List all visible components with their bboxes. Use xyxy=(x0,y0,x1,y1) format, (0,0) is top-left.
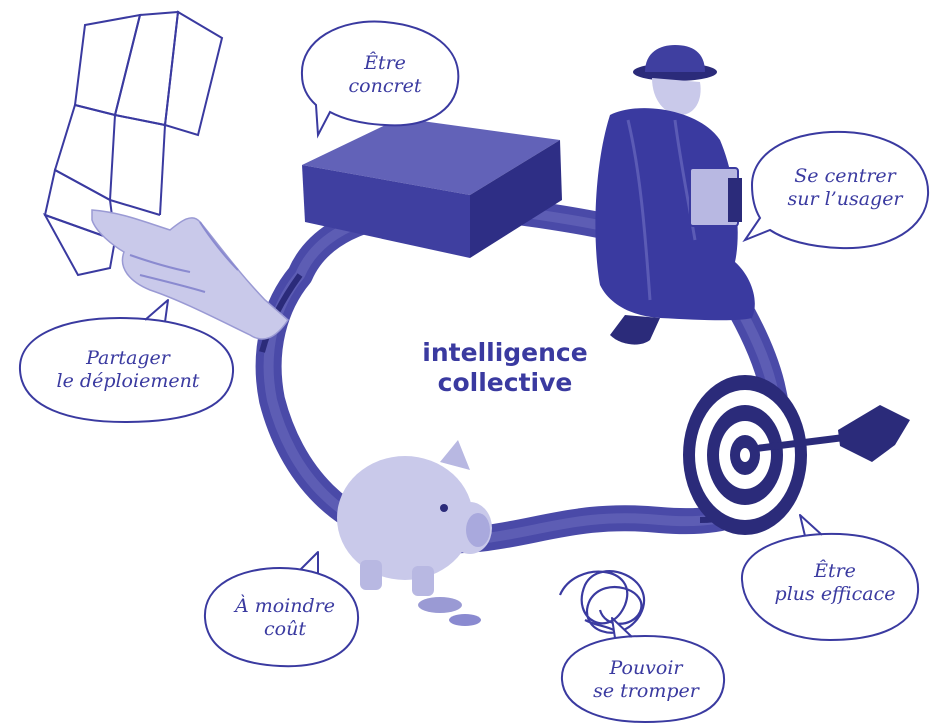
bubble-line: Pouvoir xyxy=(609,657,683,679)
target-illustration xyxy=(683,375,910,535)
brick-illustration xyxy=(302,118,562,258)
speech-bubble-partager xyxy=(18,299,235,423)
bubble-label-efficace: Être plus efficace xyxy=(755,560,915,606)
bubble-line: coût xyxy=(264,618,306,640)
bubble-line: Partager xyxy=(86,347,170,369)
bubble-label-etre-concret: Être concret xyxy=(320,52,450,98)
bubble-label-moindre-cout: À moindre coût xyxy=(215,595,355,641)
speech-bubble-etre-concret xyxy=(300,20,460,139)
center-title: intelligence collective xyxy=(405,338,605,398)
bubble-label-centrer-usager: Se centrer sur l’usager xyxy=(765,165,925,211)
bubble-line: se tromper xyxy=(593,680,699,702)
speech-bubble-moindre-cout xyxy=(203,551,360,668)
speech-bubble-se-tromper xyxy=(560,617,726,723)
hand-illustration xyxy=(91,209,289,340)
bubble-line: Être xyxy=(814,560,856,582)
bubble-label-partager: Partager le déploiement xyxy=(30,347,226,393)
photographer-illustration xyxy=(595,45,755,345)
center-title-line2: collective xyxy=(437,368,573,397)
bubble-line: sur l’usager xyxy=(787,188,903,210)
bubble-line: plus efficace xyxy=(774,583,896,605)
bubble-line: À moindre xyxy=(234,595,336,617)
scribble-illustration xyxy=(558,570,646,641)
center-title-line1: intelligence xyxy=(422,338,588,367)
speech-bubble-efficace xyxy=(740,514,920,641)
bubble-line: concret xyxy=(348,75,422,97)
speech-bubble-centrer-usager xyxy=(742,130,930,250)
bubble-line: le déploiement xyxy=(56,370,200,392)
bubble-label-se-tromper: Pouvoir se tromper xyxy=(572,657,720,703)
bubble-line: Être xyxy=(364,52,406,74)
bubble-line: Se centrer xyxy=(794,165,896,187)
wireframe-fan-illustration xyxy=(42,10,224,277)
piggy-bank-illustration xyxy=(337,440,492,626)
